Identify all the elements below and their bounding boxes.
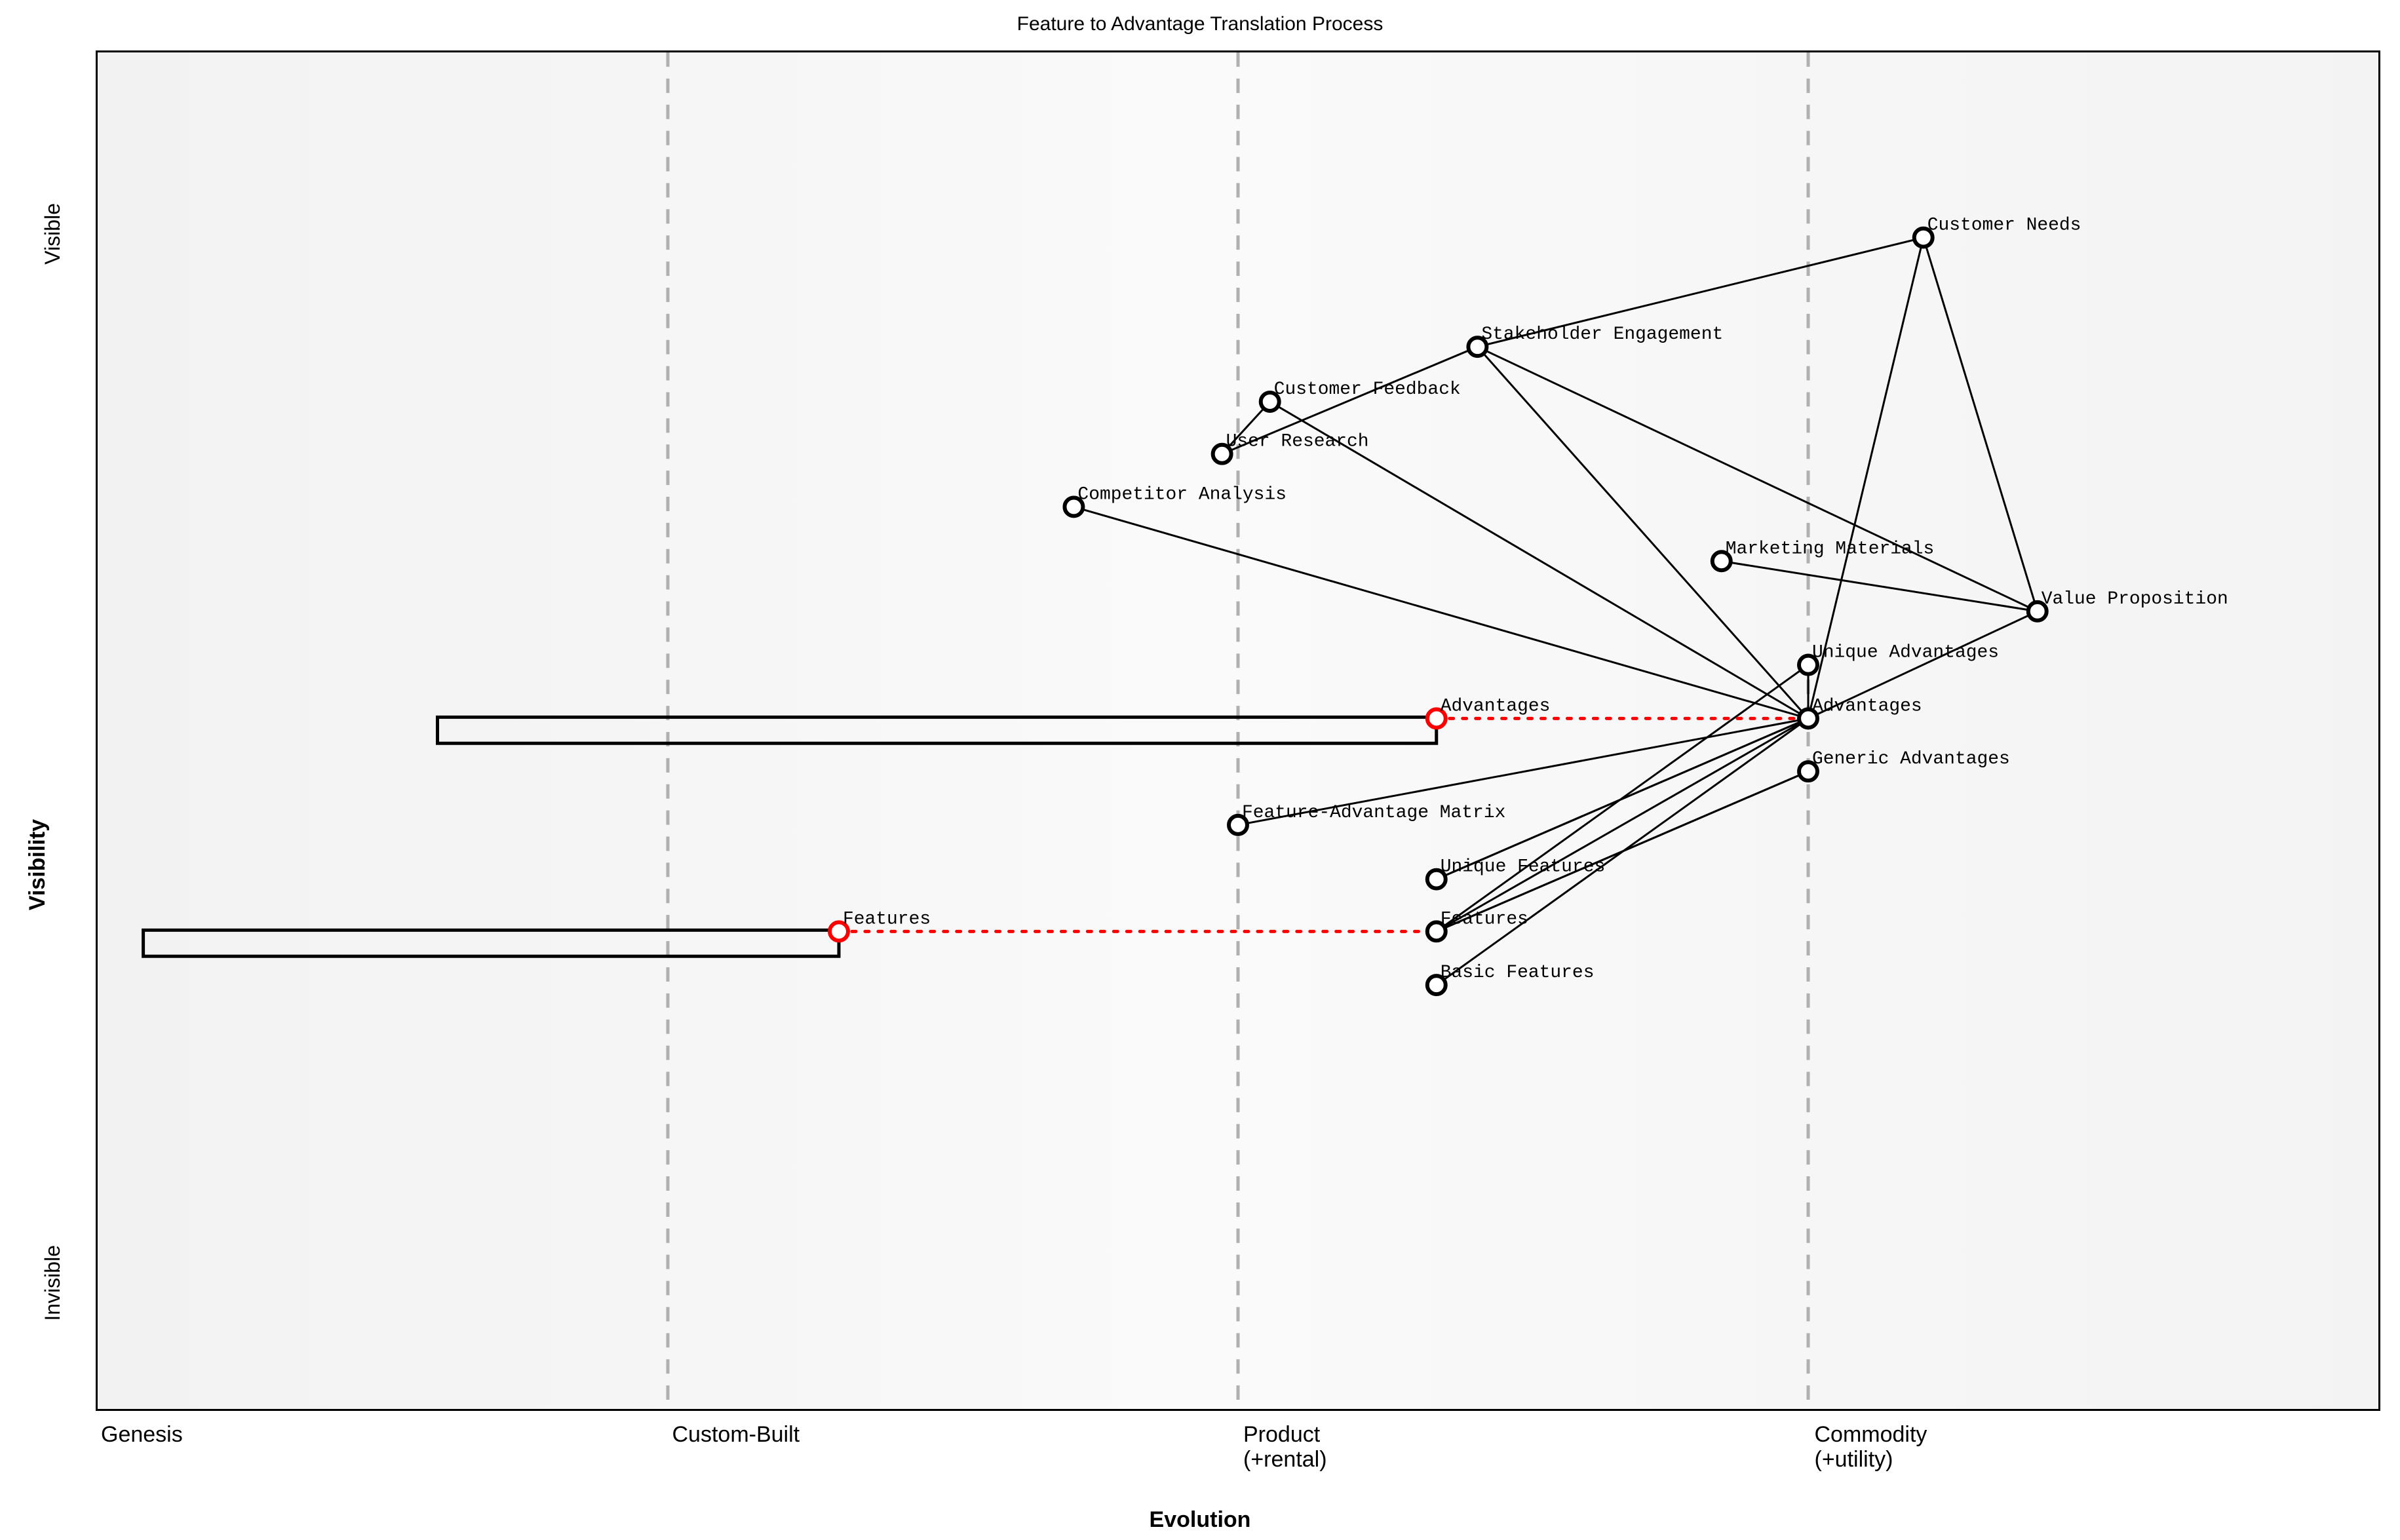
node-marker-marketing-materials[interactable] [1710,550,1733,573]
x-axis-tick-0: Genesis [101,1422,183,1447]
x-axis-tick-3: Commodity (+utility) [1814,1422,1927,1473]
dependency-links [1074,237,2039,986]
node-marker-unique-features[interactable] [1425,868,1448,891]
link-feature-advantage-matrix-to-advantages-future [1237,717,1809,826]
node-marker-stakeholder-engagement[interactable] [1466,336,1489,358]
node-feature-advantage-matrix[interactable]: Feature-Advantage Matrix [1227,803,1505,836]
node-label-feature-advantage-matrix: Feature-Advantage Matrix [1242,803,1505,823]
link-stakeholder-engagement-to-value-proposition [1477,345,2038,613]
node-marker-value-proposition[interactable] [2026,600,2049,623]
node-marker-features-future[interactable] [1425,920,1448,943]
advantages-bar [436,715,1439,745]
node-unique-advantages[interactable]: Unique Advantages [1797,643,1999,676]
node-marker-competitor-analysis[interactable] [1062,495,1085,518]
y-axis-tick-invisible: Invisible [41,1245,64,1321]
node-customer-feedback[interactable]: Customer Feedback [1258,379,1461,413]
node-marker-customer-feedback[interactable] [1258,391,1281,413]
node-basic-features[interactable]: Basic Features [1425,963,1595,997]
node-competitor-analysis[interactable]: Competitor Analysis [1062,484,1287,518]
link-customer-needs-to-advantages-future [1807,237,1925,719]
node-stakeholder-engagement[interactable]: Stakeholder Engagement [1466,324,1723,358]
evolution-bars [142,715,1439,958]
link-marketing-materials-to-value-proposition [1721,560,2038,613]
y-axis-tick-visible: Visible [41,203,64,265]
node-user-research[interactable]: User Research [1210,432,1369,465]
node-label-unique-advantages: Unique Advantages [1812,643,1999,663]
node-generic-advantages[interactable]: Generic Advantages [1797,749,2010,783]
node-marker-user-research[interactable] [1210,442,1233,465]
x-axis-tick-1: Custom-Built [672,1422,800,1447]
node-marker-basic-features[interactable] [1425,974,1448,997]
node-label-unique-features: Unique Features [1441,857,1605,877]
x-axis-tick-2: Product (+rental) [1243,1422,1327,1473]
link-stakeholder-engagement-to-advantages-future [1477,346,1810,720]
node-marker-unique-advantages[interactable] [1797,653,1819,676]
node-label-advantages-future: Advantages [1812,696,1922,716]
node-features-current[interactable]: Features [828,909,931,943]
node-label-features-future: Features [1441,909,1528,929]
node-marker-advantages-current[interactable] [1425,707,1448,730]
node-label-basic-features: Basic Features [1441,963,1595,983]
link-competitor-analysis-to-advantages-future [1074,506,1809,720]
link-user-research-to-stakeholder-engagement [1222,345,1478,455]
x-axis-title: Evolution [1149,1507,1251,1532]
node-features-future[interactable]: Features [1425,909,1528,943]
node-label-customer-needs: Customer Needs [1927,216,2081,236]
node-label-stakeholder-engagement: Stakeholder Engagement [1481,324,1723,345]
link-features-future-to-unique-advantages [1435,664,1809,933]
evolution-arrows [837,716,1810,933]
node-label-marketing-materials: Marketing Materials [1726,539,1935,559]
node-advantages-current[interactable]: Advantages [1425,696,1551,730]
link-customer-needs-to-stakeholder-engagement [1477,237,1924,348]
link-customer-feedback-to-advantages-future [1269,400,1809,720]
node-advantages-future[interactable]: Advantages [1797,696,1922,730]
node-marker-generic-advantages[interactable] [1797,760,1819,783]
node-label-competitor-analysis: Competitor Analysis [1077,484,1287,505]
gridlines [666,52,1810,1409]
link-features-future-to-generic-advantages [1436,770,1809,933]
node-marker-features-current[interactable] [828,920,850,943]
link-customer-needs-to-value-proposition [1922,237,2039,612]
node-value-proposition[interactable]: Value Proposition [2026,589,2228,623]
node-label-advantages-current: Advantages [1441,696,1551,716]
node-unique-features[interactable]: Unique Features [1425,857,1605,891]
node-label-features-current: Features [843,909,931,929]
link-advantages-future-to-features-future [1436,718,1809,933]
chart-title: Feature to Advantage Translation Process [1016,13,1384,35]
node-label-generic-advantages: Generic Advantages [1812,749,2010,769]
node-customer-needs[interactable]: Customer Needs [1912,216,2081,249]
node-marker-customer-needs[interactable] [1912,226,1935,249]
node-label-value-proposition: Value Proposition [2042,589,2228,609]
node-label-user-research: User Research [1226,432,1369,452]
node-marketing-materials[interactable]: Marketing Materials [1710,539,1935,573]
link-value-proposition-to-advantages-future [1808,610,2038,720]
node-marker-feature-advantage-matrix[interactable] [1227,813,1249,836]
features-bar [142,928,841,958]
link-user-research-to-customer-feedback [1221,401,1271,455]
node-label-customer-feedback: Customer Feedback [1274,379,1461,400]
y-axis-title: Visibility [25,819,50,911]
node-marker-advantages-future[interactable] [1797,707,1819,730]
